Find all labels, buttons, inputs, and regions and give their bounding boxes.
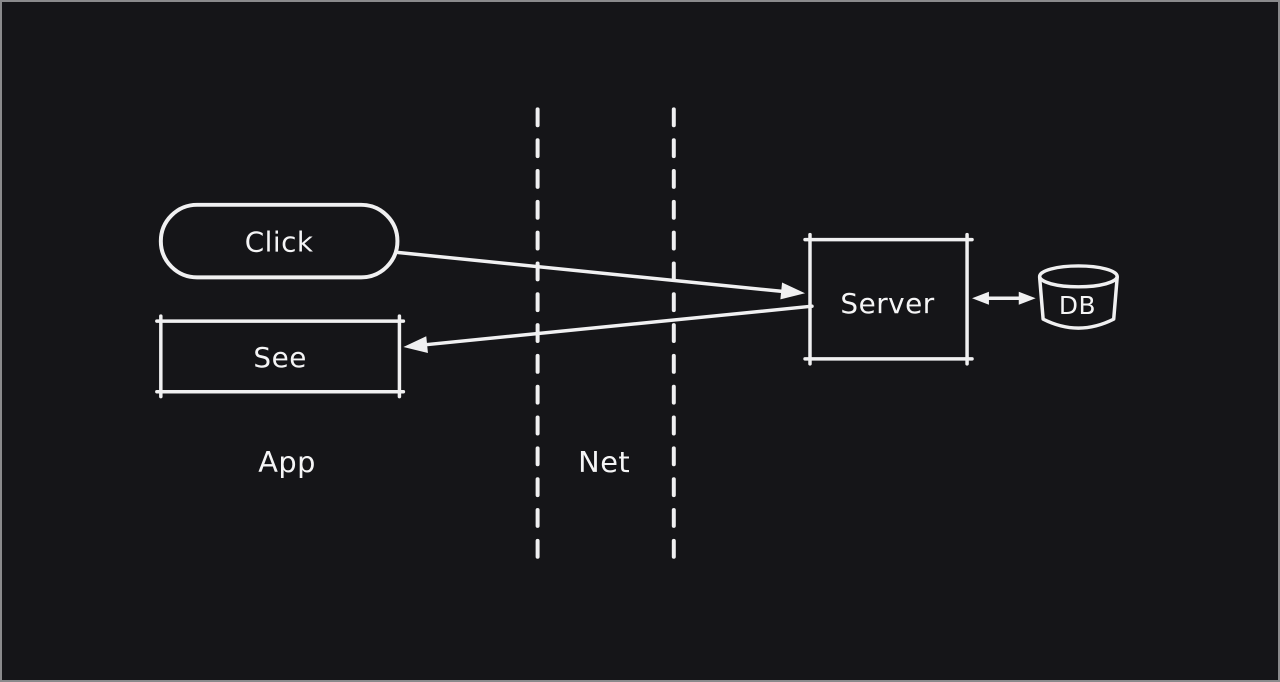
click-node[interactable]: Click <box>158 202 400 280</box>
arrow-server-db-bidirectional[interactable] <box>972 291 1036 305</box>
click-node-label: Click <box>245 226 314 259</box>
see-node[interactable]: See <box>155 314 406 399</box>
app-zone-label: App <box>258 445 316 479</box>
server-node[interactable]: Server <box>803 232 974 366</box>
db-node-label: DB <box>1059 291 1096 320</box>
db-cylinder-top-icon <box>1037 264 1119 289</box>
server-node-label: Server <box>840 287 934 320</box>
pill-shape <box>158 202 400 280</box>
arrowhead-left-icon <box>403 336 428 354</box>
db-node[interactable]: DB <box>1037 264 1119 330</box>
arrowhead-right-icon <box>780 282 806 300</box>
see-node-label: See <box>253 341 306 374</box>
arrow-server-to-see[interactable] <box>403 304 814 354</box>
db-cylinder-body-icon <box>1037 275 1119 330</box>
arrowhead-right-icon <box>1018 291 1036 305</box>
arrowhead-left-icon <box>972 291 989 305</box>
arrow-click-to-server[interactable] <box>396 250 806 300</box>
net-zone-label: Net <box>578 445 630 479</box>
